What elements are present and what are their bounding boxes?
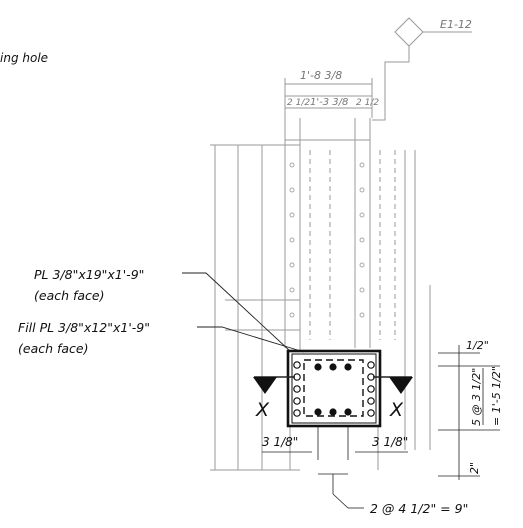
note-fill-plate-line2: (each face) [18,341,89,356]
dim-bottom-right: 3 1/8" [372,435,408,449]
plate-inner-edge [291,353,377,424]
outer-plate [286,349,382,428]
section-label-right: X [389,399,404,421]
pencil-bolt-rows [289,162,365,318]
dimension-bottom: 3 1/8" 3 1/8" 2 @ 4 1/2" = 9" [262,435,468,516]
dim-right-spacing-a: 5 @ 3 1/2" [470,368,483,426]
dim-right-bottom: 2" [468,462,481,474]
section-marker-left: X [253,376,295,421]
bolt-row-bottom [314,408,352,416]
handwritten-right-edge: 2 1/2 [356,98,379,108]
note-fill-plate-line1: Fill PL 3/8"x12"x1'-9" [18,320,150,335]
tag-diamond-icon [394,17,424,47]
section-label-left: X [255,399,270,421]
note-top-left: ing hole [0,51,48,65]
splice-assembly [286,348,382,470]
dimension-right: 1/2" 5 @ 3 1/2" = 1'-5 1/2" 2" [438,339,503,480]
note-outer-plate-line2: (each face) [34,288,105,303]
dim-bottom-center: 2 @ 4 1/2" = 9" [370,501,468,516]
handwritten-tag: E1-12 [440,18,472,31]
pencil-markup: E1-12 1'-8 3/8 2 1/2 1'-3 3/8 2 1/2 [210,17,472,471]
note-outer-plate-line1: PL 3/8"x19"x1'-9" [34,267,144,282]
section-marker-right: X [373,376,413,421]
bolt-column-left [293,361,301,417]
dim-right-spacing-b: = 1'-5 1/2" [490,366,503,426]
fill-plate [303,359,364,417]
dim-bottom-left: 3 1/8" [262,435,298,449]
dim-right-top: 1/2" [466,339,489,352]
note-outer-plate: PL 3/8"x19"x1'-9" (each face) [34,267,291,352]
handwritten-sub-width: 1'-3 3/8 [310,97,348,108]
section-arrow-left-icon [253,377,277,394]
bolt-column-right [367,361,375,417]
handwritten-top-width: 1'-8 3/8 [300,69,342,82]
handwritten-left-edge: 2 1/2 [287,98,310,108]
bolt-row-top [314,363,352,371]
section-arrow-right-icon [389,377,413,394]
note-fill-plate: Fill PL 3/8"x12"x1'-9" (each face) [18,320,305,356]
